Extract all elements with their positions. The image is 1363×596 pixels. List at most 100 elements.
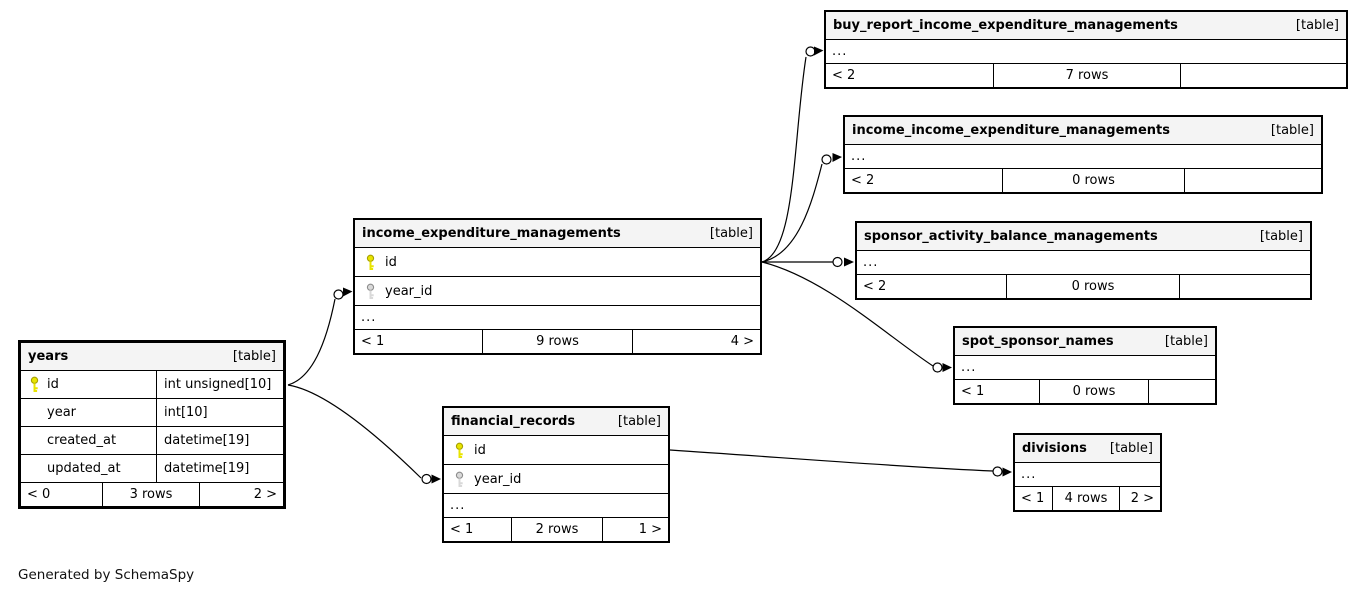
table-footer: < 1 2 rows 1 > xyxy=(444,518,668,541)
table-header: buy_report_income_expenditure_management… xyxy=(826,12,1346,40)
footer-child-count: 1 > xyxy=(602,518,668,541)
table-name[interactable]: divisions xyxy=(1022,441,1087,456)
table-name[interactable]: spot_sponsor_names xyxy=(962,334,1114,349)
table-type-badge: [table] xyxy=(1295,18,1339,33)
table-footer: < 1 4 rows 2 > xyxy=(1015,487,1160,510)
table-income_expenditure_managements[interactable]: income_expenditure_managements [table] i… xyxy=(353,218,762,355)
edge-iem-to-spot_sponsor_names xyxy=(761,261,952,373)
edge-iem-to-sponsor_activity xyxy=(762,256,854,268)
footer-row-count: 2 rows xyxy=(535,522,579,537)
table-name[interactable]: buy_report_income_expenditure_management… xyxy=(833,18,1178,33)
column-name: id xyxy=(474,442,486,458)
table-footer: < 1 9 rows 4 > xyxy=(355,330,760,353)
table-header: financial_records [table] xyxy=(444,408,668,436)
column-name: year_id xyxy=(474,471,522,487)
column-name: created_at xyxy=(47,433,117,448)
column-row: id xyxy=(355,248,760,277)
table-spot_sponsor_names[interactable]: spot_sponsor_names [table] ... < 1 0 row… xyxy=(953,326,1217,405)
table-footer: < 2 7 rows xyxy=(826,64,1346,87)
footer-child-count xyxy=(1148,380,1215,403)
table-type-badge: [table] xyxy=(232,349,276,364)
table-type-badge: [table] xyxy=(1109,441,1153,456)
column-row: id int unsigned[10] xyxy=(21,371,283,399)
footer-child-count: 2 > xyxy=(199,483,283,506)
column-name: year xyxy=(47,405,77,420)
table-income_income_expenditure_managements[interactable]: income_income_expenditure_managements [t… xyxy=(843,115,1323,194)
table-type-badge: [table] xyxy=(709,226,753,241)
hidden-columns-row: ... xyxy=(955,356,1215,380)
table-type-badge: [table] xyxy=(1259,229,1303,244)
footer-child-count xyxy=(1179,275,1310,298)
column-row: year int[10] xyxy=(21,399,283,427)
column-type: datetime[19] xyxy=(164,461,250,476)
table-years[interactable]: years [table] id int unsigned[10] year i… xyxy=(18,340,286,509)
table-footer: < 2 0 rows xyxy=(857,275,1310,298)
column-name: updated_at xyxy=(47,461,121,476)
table-financial_records[interactable]: financial_records [table] id year_id ...… xyxy=(442,406,670,543)
hidden-columns-row: ... xyxy=(845,145,1321,169)
hidden-columns-row: ... xyxy=(444,494,668,518)
table-type-badge: [table] xyxy=(617,414,661,429)
table-name[interactable]: income_expenditure_managements xyxy=(362,226,621,241)
footer-parent-count: < 2 xyxy=(826,64,994,87)
footer-row-count: 0 rows xyxy=(1071,279,1115,294)
footer-row-count: 9 rows xyxy=(536,334,579,349)
footer-row-count: 3 rows xyxy=(129,487,173,502)
table-header: income_expenditure_managements [table] xyxy=(355,220,760,248)
primary-key-icon xyxy=(355,254,385,271)
hidden-columns-row: ... xyxy=(1015,463,1160,487)
primary-key-icon xyxy=(21,376,47,393)
column-row: created_at datetime[19] xyxy=(21,427,283,455)
edge-years-to-income_expenditure_managements xyxy=(287,287,353,386)
edge-years-to-financial_records xyxy=(287,384,441,485)
edge-iem-to-buy_report xyxy=(761,46,824,263)
table-name[interactable]: sponsor_activity_balance_managements xyxy=(864,229,1158,244)
table-sponsor_activity_balance_managements[interactable]: sponsor_activity_balance_managements [ta… xyxy=(855,221,1312,300)
table-header: sponsor_activity_balance_managements [ta… xyxy=(857,223,1310,251)
table-footer: < 0 3 rows 2 > xyxy=(21,483,283,506)
footer-row-count: 7 rows xyxy=(1065,68,1109,83)
footer-parent-count: < 1 xyxy=(1015,487,1053,510)
footer-parent-count: < 1 xyxy=(955,380,1040,403)
footer-row-count: 0 rows xyxy=(1072,384,1116,399)
foreign-key-icon xyxy=(444,471,474,488)
column-row: year_id xyxy=(444,465,668,494)
column-type: datetime[19] xyxy=(164,433,250,448)
footer-parent-count: < 1 xyxy=(444,518,512,541)
table-name[interactable]: financial_records xyxy=(451,414,576,429)
table-buy_report_income_expenditure_managements[interactable]: buy_report_income_expenditure_management… xyxy=(824,10,1348,89)
footer-child-count: 4 > xyxy=(632,330,760,353)
edge-iem-to-income_income xyxy=(761,153,842,263)
foreign-key-icon xyxy=(355,283,385,300)
table-header: divisions [table] xyxy=(1015,435,1160,463)
hidden-columns-row: ... xyxy=(355,306,760,330)
footer-child-count xyxy=(1184,169,1321,192)
hidden-columns-row: ... xyxy=(826,40,1346,64)
table-type-badge: [table] xyxy=(1270,123,1314,138)
column-name: year_id xyxy=(385,283,433,299)
edge-financial_records-to-divisions xyxy=(669,449,1012,477)
generator-note: Generated by SchemaSpy xyxy=(18,567,195,583)
column-name: id xyxy=(385,254,397,270)
footer-parent-count: < 1 xyxy=(355,330,483,353)
table-name[interactable]: years xyxy=(28,349,69,364)
table-type-badge: [table] xyxy=(1164,334,1208,349)
footer-row-count: 4 rows xyxy=(1064,491,1108,506)
footer-parent-count: < 0 xyxy=(21,483,103,506)
column-row: updated_at datetime[19] xyxy=(21,455,283,483)
column-name: id xyxy=(47,377,59,392)
table-header: years [table] xyxy=(21,343,283,371)
footer-child-count: 2 > xyxy=(1119,487,1160,510)
primary-key-icon xyxy=(444,442,474,459)
table-footer: < 1 0 rows xyxy=(955,380,1215,403)
column-type: int[10] xyxy=(164,405,208,420)
column-row: id xyxy=(444,436,668,465)
footer-parent-count: < 2 xyxy=(857,275,1007,298)
table-divisions[interactable]: divisions [table] ... < 1 4 rows 2 > xyxy=(1013,433,1162,512)
table-name[interactable]: income_income_expenditure_managements xyxy=(852,123,1170,138)
column-type: int unsigned[10] xyxy=(164,377,272,392)
hidden-columns-row: ... xyxy=(857,251,1310,275)
footer-parent-count: < 2 xyxy=(845,169,1003,192)
